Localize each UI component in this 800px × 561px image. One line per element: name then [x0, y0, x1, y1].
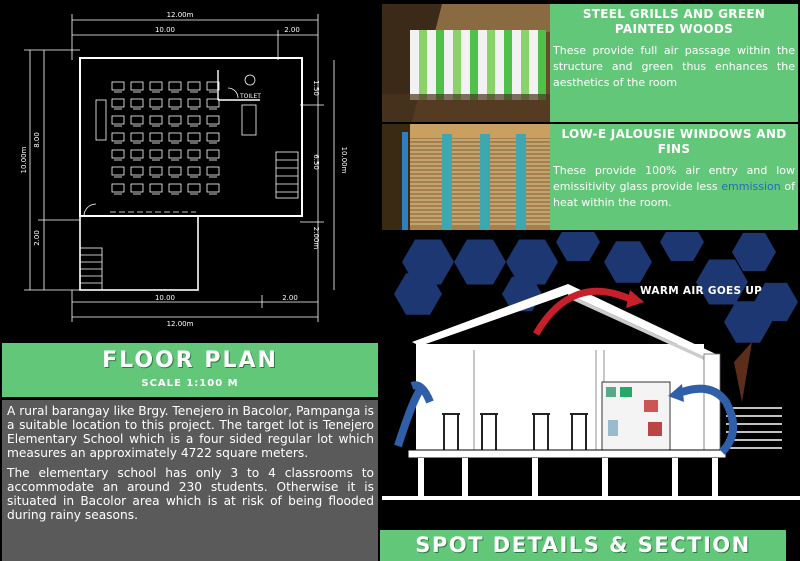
- floor-plan-description: A rural barangay like Brgy. Tenejero in …: [2, 400, 378, 561]
- dim-top-overall: 12.00m: [167, 11, 194, 19]
- dim-right-upper: 1.50: [312, 80, 320, 96]
- dim-bottom-right: 2.00: [282, 294, 298, 302]
- toilet-label: TOILET: [239, 93, 261, 100]
- dim-right-lower: 2.00m: [312, 227, 320, 250]
- dim-left-overall: 10.00m: [20, 146, 28, 173]
- detail-2-text-end: of heat within the room.: [553, 180, 795, 209]
- detail-2-text: These provide 100% air entry and low emi…: [553, 163, 795, 211]
- dim-right-overall: 10.00m: [340, 147, 348, 174]
- description-paragraph-1: A rural barangay like Brgy. Tenejero in …: [7, 404, 374, 460]
- steel-grills-photo: [382, 4, 550, 122]
- building-section-drawing: [382, 232, 800, 500]
- description-paragraph-2: The elementary school has only 3 to 4 cl…: [7, 466, 374, 522]
- dim-left-lower: 2.00: [33, 230, 41, 246]
- detail-steel-grills: STEEL GRILLS AND GREEN PAINTED WOODS The…: [550, 4, 798, 122]
- warm-air-label: WARM AIR GOES UP: [640, 285, 763, 297]
- dim-bottom-overall: 12.00m: [167, 320, 194, 328]
- jalousie-windows-photo: [382, 124, 550, 230]
- dim-bottom-left: 10.00: [155, 294, 175, 302]
- detail-2-title: LOW-E JALOUSIE WINDOWS AND FINS: [561, 127, 787, 156]
- detail-1-text: These provide full air passage within th…: [553, 44, 795, 89]
- floor-plan-header: FLOOR PLAN SCALE 1:100 M: [2, 343, 378, 397]
- detail-1-title: STEEL GRILLS AND GREEN PAINTED WOODS: [582, 7, 766, 36]
- detail-jalousie-windows: LOW-E JALOUSIE WINDOWS AND FINS These pr…: [550, 124, 798, 230]
- section-title: SPOT DETAILS & SECTION: [415, 533, 751, 557]
- classroom-desks: [111, 81, 220, 195]
- dim-top-right: 2.00: [284, 26, 300, 34]
- detail-2-text-part: These provide 100% air entry and low emi…: [553, 164, 795, 193]
- dim-left-upper: 8.00: [33, 132, 41, 148]
- dim-right-middle: 6.50: [312, 154, 320, 170]
- floor-plan-title: FLOOR PLAN: [102, 348, 278, 373]
- detail-2-text-highlight: emmission: [721, 180, 781, 193]
- section-footer: SPOT DETAILS & SECTION: [380, 530, 786, 561]
- floor-plan-scale: SCALE 1:100 M: [141, 378, 239, 389]
- floor-plan-drawing: 12.00m 10.00 2.00 10.00 2.00 12.00m 8.00…: [20, 11, 348, 328]
- dim-top-left: 10.00: [155, 26, 175, 34]
